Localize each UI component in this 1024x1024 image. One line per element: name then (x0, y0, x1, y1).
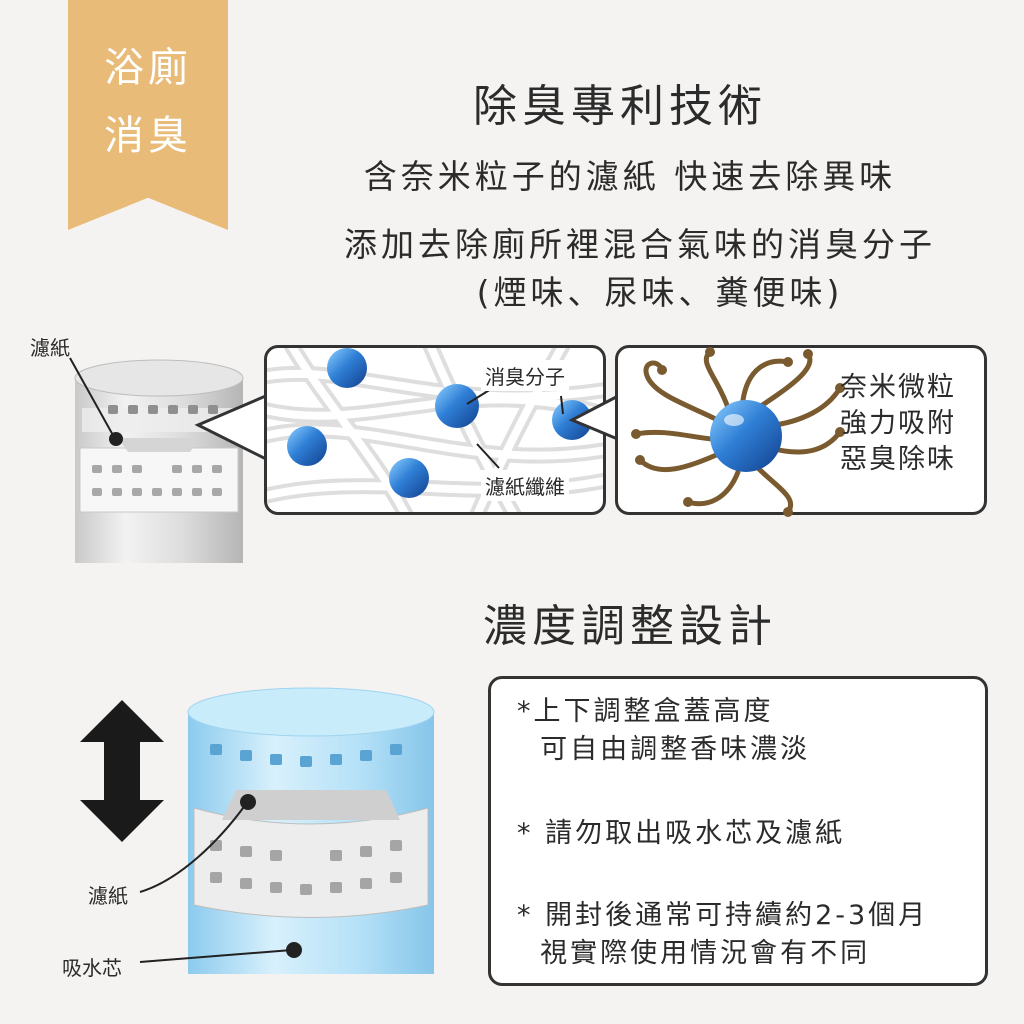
category-ribbon (68, 0, 228, 230)
up-down-arrow-icon (80, 700, 164, 842)
note-line: 視實際使用情況會有不同 (517, 938, 871, 969)
fiber-callout-box: 消臭分子 濾紙纖維 (264, 345, 606, 515)
wick-label: 吸水芯 (62, 956, 122, 980)
large-filter-label: 濾紙 (88, 884, 128, 908)
nano-line2: 強力吸附 (840, 408, 956, 439)
nano-particle-illustration (631, 347, 845, 517)
nano-callout-box: 奈米微粒 強力吸附 惡臭除味 (615, 345, 987, 517)
notes-box: *上下調整盒蓋高度 可自由調整香味濃淡 * 請勿取出吸水芯及濾紙 * 開封後通常… (488, 676, 988, 986)
molecule-ball (327, 348, 367, 388)
note-line: * 開封後通常可持續約2-3個月 (517, 900, 929, 931)
molecule-ball (435, 384, 479, 428)
section1-line3: (煙味、尿味、糞便味) (476, 273, 844, 312)
molecule-ball (389, 458, 429, 498)
section2-title: 濃度調整設計 (483, 601, 777, 652)
section1-title: 除臭專利技術 (473, 81, 767, 132)
nano-line3: 惡臭除味 (840, 444, 956, 475)
note-line: 可自由調整香味濃淡 (517, 734, 811, 765)
molecule-label: 消臭分子 (481, 360, 569, 391)
small-filter-label: 濾紙 (30, 336, 70, 360)
section1-line1: 含奈米粒子的濾紙 快速去除異味 (363, 157, 897, 196)
molecule-ball (287, 426, 327, 466)
note-line: * 請勿取出吸水芯及濾紙 (517, 818, 846, 849)
nano-line1: 奈米微粒 (840, 372, 956, 403)
section1-line2: 添加去除廁所裡混合氣味的消臭分子 (344, 225, 936, 264)
ribbon-text-line1: 浴廁 (104, 45, 192, 91)
ribbon-text-line2: 消臭 (104, 113, 192, 159)
note-line: *上下調整盒蓋高度 (517, 696, 774, 727)
fiber-label: 濾紙纖維 (481, 470, 569, 501)
